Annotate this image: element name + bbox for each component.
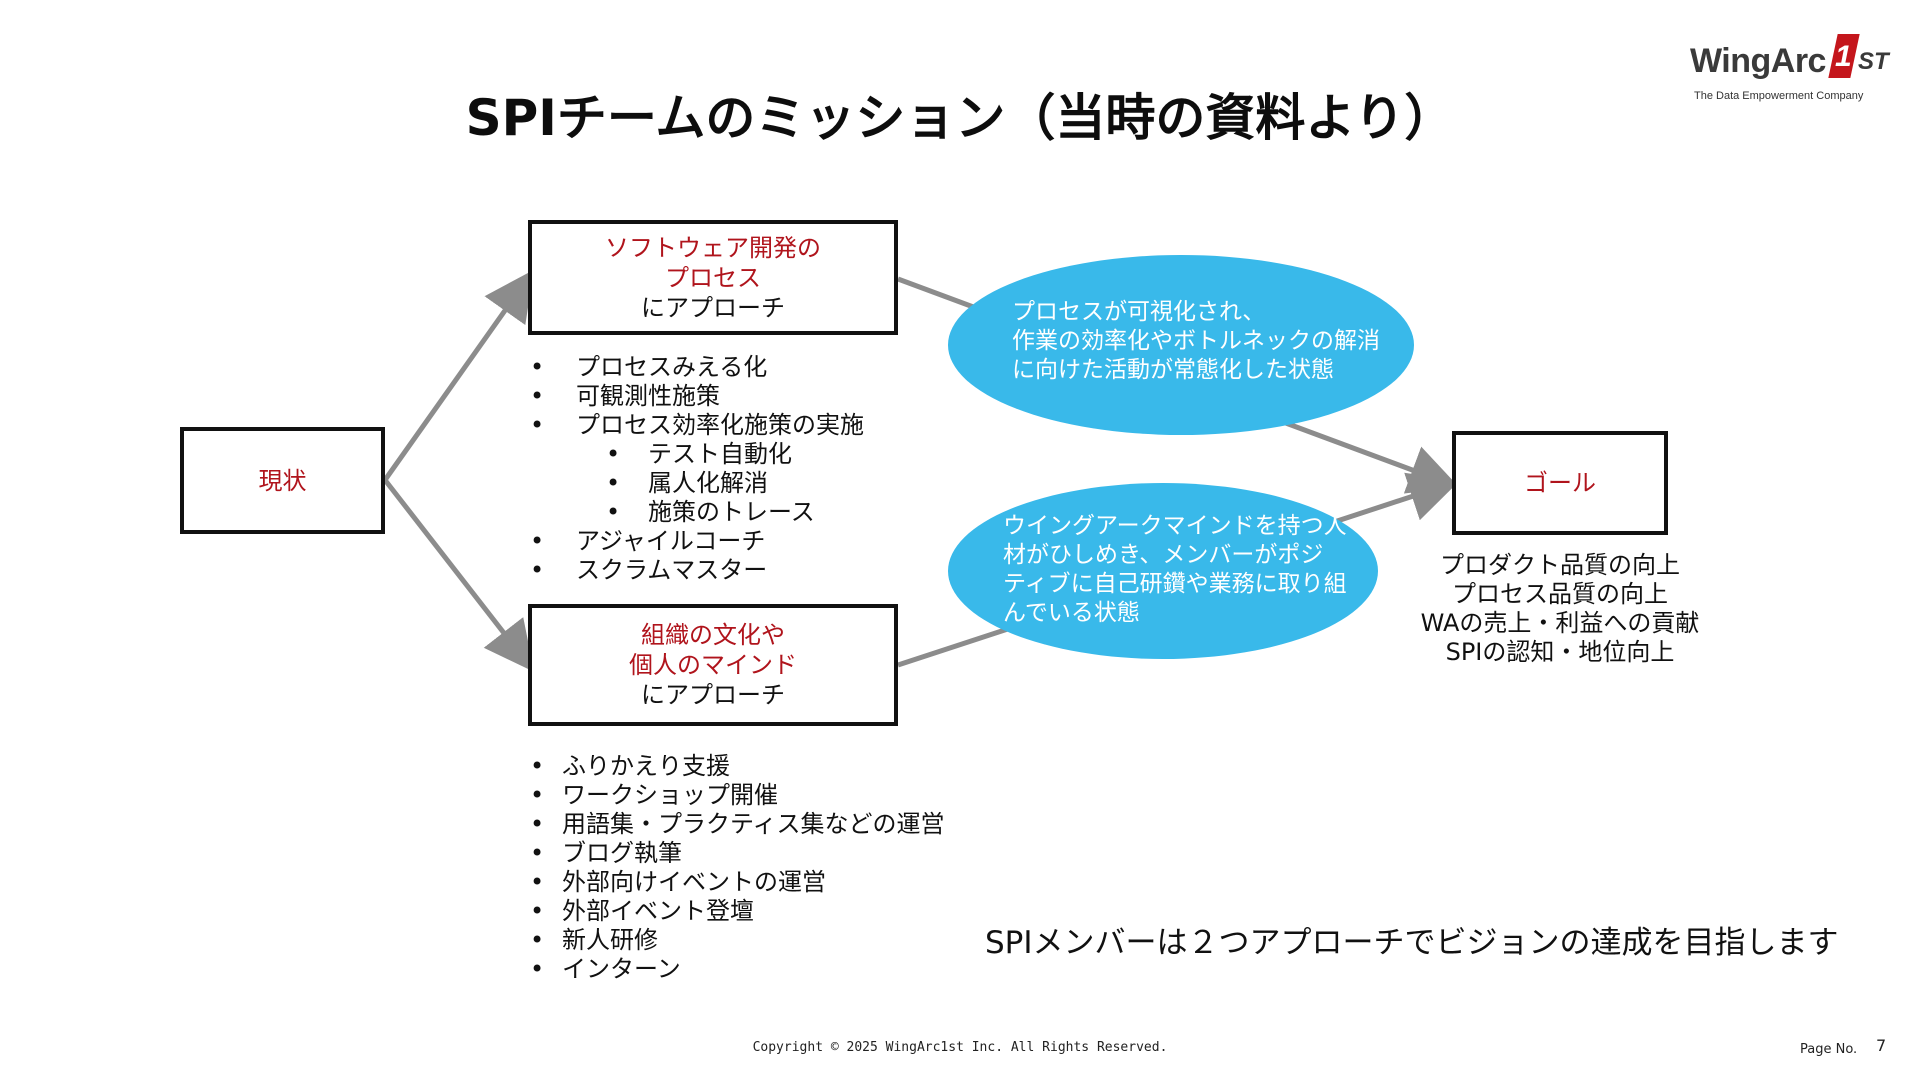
org-box-line2: 個人のマインド bbox=[629, 651, 797, 679]
current-state-label: 現状 bbox=[258, 466, 307, 495]
goal-item: プロダクト品質の向上 bbox=[1440, 551, 1680, 579]
arrow-current-to-org bbox=[383, 478, 535, 672]
list-item: ワークショップ開催 bbox=[530, 781, 945, 810]
goal-item: WAの売上・利益への貢献 bbox=[1420, 609, 1700, 637]
list-subitem: 属人化解消 bbox=[530, 469, 864, 498]
goal-item: SPIの認知・地位向上 bbox=[1445, 638, 1675, 666]
logo-mark-text: 1 bbox=[1835, 40, 1852, 73]
goal-box: ゴール bbox=[1452, 431, 1668, 535]
list-item: プロセス効率化施策の実施 bbox=[530, 411, 864, 440]
page-number: 7 bbox=[1876, 1036, 1887, 1055]
list-item: プロセスみえる化 bbox=[530, 353, 864, 382]
list-item: アジャイルコーチ bbox=[530, 527, 864, 556]
goal-item: プロセス品質の向上 bbox=[1452, 580, 1668, 608]
logo-name: WingArc bbox=[1690, 42, 1826, 80]
logo-suffix: ST bbox=[1858, 48, 1889, 75]
process-box-line3: にアプローチ bbox=[641, 293, 785, 322]
page-number-label: Page No. bbox=[1800, 1042, 1858, 1057]
list-item: ふりかえり支援 bbox=[530, 752, 945, 781]
list-item: インターン bbox=[530, 955, 945, 984]
org-box-line1: 組織の文化や bbox=[641, 621, 785, 649]
process-box-line1: ソフトウェア開発の bbox=[605, 233, 821, 262]
page-title: SPIチームのミッション（当時の資料より） bbox=[465, 89, 1455, 147]
list-item: スクラムマスター bbox=[530, 556, 864, 585]
logo-tagline: The Data Empowerment Company bbox=[1694, 90, 1864, 102]
org-box-line3: にアプローチ bbox=[641, 681, 785, 709]
process-goal-ellipse bbox=[948, 255, 1414, 435]
mind-goal-text: ウイングアークマインドを持つ人 材がひしめき、メンバーがポジ ティブに自己研鑽や… bbox=[1003, 513, 1347, 626]
process-approach-box: ソフトウェア開発の プロセス にアプローチ bbox=[528, 220, 898, 335]
list-item: 用語集・プラクティス集などの運営 bbox=[530, 810, 945, 839]
process-goal-text: プロセスが可視化され、 作業の効率化やボトルネックの解消 に向けた活動が常態化し… bbox=[1012, 299, 1380, 383]
current-state-box: 現状 bbox=[180, 427, 385, 534]
company-logo: WingArc 1 ST The Data Empowerment Compan… bbox=[1690, 34, 1890, 114]
list-item: 可観測性施策 bbox=[530, 382, 864, 411]
list-item: 新人研修 bbox=[530, 926, 945, 955]
list-item: 外部向けイベントの運営 bbox=[530, 868, 945, 897]
list-subitem: 施策のトレース bbox=[530, 498, 864, 527]
summary-message: SPIメンバーは２つアプローチでビジョンの達成を目指します bbox=[985, 925, 1839, 961]
mind-goal-ellipse bbox=[948, 483, 1378, 659]
list-item: 外部イベント登壇 bbox=[530, 897, 945, 926]
list-item: ブログ執筆 bbox=[530, 839, 945, 868]
goal-label: ゴール bbox=[1524, 469, 1596, 497]
org-approach-box: 組織の文化や 個人のマインド にアプローチ bbox=[528, 604, 898, 726]
list-subitem: テスト自動化 bbox=[530, 440, 864, 469]
process-box-line2: プロセス bbox=[665, 263, 761, 292]
goal-items: プロダクト品質の向上 プロセス品質の向上 WAの売上・利益への貢献 SPIの認知… bbox=[1400, 551, 1720, 667]
org-items-list: ふりかえり支援 ワークショップ開催 用語集・プラクティス集などの運営 ブログ執筆… bbox=[530, 752, 945, 984]
arrow-current-to-process bbox=[382, 269, 534, 482]
process-items-list: プロセスみえる化 可観測性施策 プロセス効率化施策の実施 テスト自動化 属人化解… bbox=[530, 353, 864, 585]
copyright: Copyright © 2025 WingArc1st Inc. All Rig… bbox=[752, 1040, 1168, 1055]
